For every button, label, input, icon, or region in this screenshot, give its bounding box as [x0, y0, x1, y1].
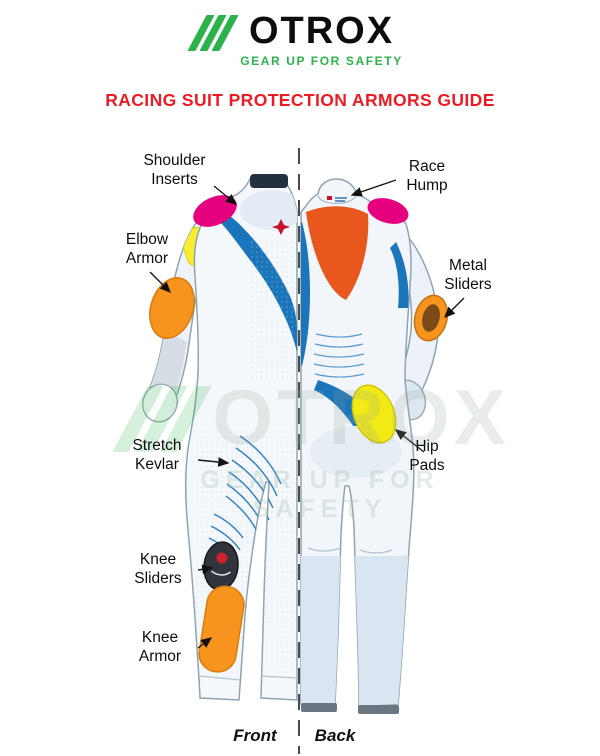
page-title: RACING SUIT PROTECTION ARMORS GUIDE	[105, 90, 495, 110]
callout-stretch-kevlar: Stretch Kevlar	[132, 437, 182, 473]
back-view-label: Back	[314, 726, 356, 745]
back-suit-drawing	[300, 178, 449, 714]
callout-race-hump: Race Hump	[406, 158, 448, 194]
callout-shoulder-inserts: Shoulder Inserts	[143, 152, 206, 188]
front-suit-drawing	[142, 174, 298, 701]
callout-knee-sliders: Knee Sliders	[134, 551, 182, 587]
brand-logo: OTROX GEAR UP FOR SAFETY	[0, 12, 600, 68]
callout-arrows	[149, 179, 465, 649]
logo-slashes-icon	[187, 15, 239, 51]
callout-metal-sliders: Metal Sliders	[444, 257, 492, 293]
callout-knee-armor: Knee Armor	[138, 629, 182, 665]
brand-tagline: GEAR UP FOR SAFETY	[240, 54, 403, 68]
callout-elbow-armor: Elbow Armor	[125, 231, 169, 267]
brand-name: OTROX	[248, 10, 395, 52]
callout-hip-pads: Hip Pads	[409, 438, 445, 474]
front-view-label: Front	[233, 726, 277, 745]
